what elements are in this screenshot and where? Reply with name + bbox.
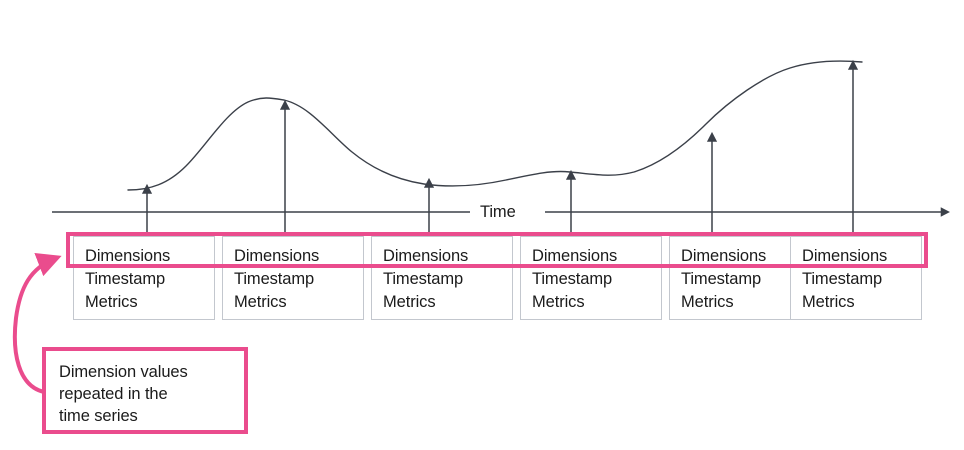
record-metrics-label: Metrics xyxy=(85,293,138,311)
callout-text: Dimension values repeated in the time se… xyxy=(59,361,239,427)
record-timestamp-label: Timestamp xyxy=(234,270,315,288)
record-metrics-label: Metrics xyxy=(802,293,855,311)
time-series-curve xyxy=(127,60,863,191)
record-metrics-label: Metrics xyxy=(234,293,287,311)
record-dimensions-label: Dimensions xyxy=(532,247,618,265)
callout-connector-arrow xyxy=(12,253,62,394)
callout-line-3: time series xyxy=(59,407,138,425)
record-metrics-label: Metrics xyxy=(681,293,734,311)
dimensions-highlight-rect[interactable] xyxy=(66,232,928,268)
record-metrics-label: Metrics xyxy=(383,293,436,311)
record-dimensions-label: Dimensions xyxy=(383,247,469,265)
record-metrics-label: Metrics xyxy=(532,293,585,311)
record-timestamp-label: Timestamp xyxy=(532,270,613,288)
record-box[interactable]: Dimensions Timestamp Metrics xyxy=(222,236,364,320)
record-dimensions-label: Dimensions xyxy=(234,247,320,265)
record-timestamp-label: Timestamp xyxy=(85,270,166,288)
record-box[interactable]: Dimensions Timestamp Metrics xyxy=(371,236,513,320)
record-dimensions-label: Dimensions xyxy=(85,247,171,265)
time-axis-label: Time xyxy=(473,203,523,222)
record-dimensions-label: Dimensions xyxy=(681,247,767,265)
record-timestamp-label: Timestamp xyxy=(383,270,464,288)
record-box[interactable]: Dimensions Timestamp Metrics xyxy=(790,236,922,320)
record-dimensions-label: Dimensions xyxy=(802,247,888,265)
record-box[interactable]: Dimensions Timestamp Metrics xyxy=(73,236,215,320)
record-box[interactable]: Dimensions Timestamp Metrics xyxy=(669,236,811,320)
callout-box[interactable]: Dimension values repeated in the time se… xyxy=(42,347,248,434)
record-timestamp-label: Timestamp xyxy=(681,270,762,288)
callout-line-2: repeated in the xyxy=(59,385,168,403)
callout-line-1: Dimension values xyxy=(59,363,188,381)
record-timestamp-label: Timestamp xyxy=(802,270,883,288)
record-box[interactable]: Dimensions Timestamp Metrics xyxy=(520,236,662,320)
